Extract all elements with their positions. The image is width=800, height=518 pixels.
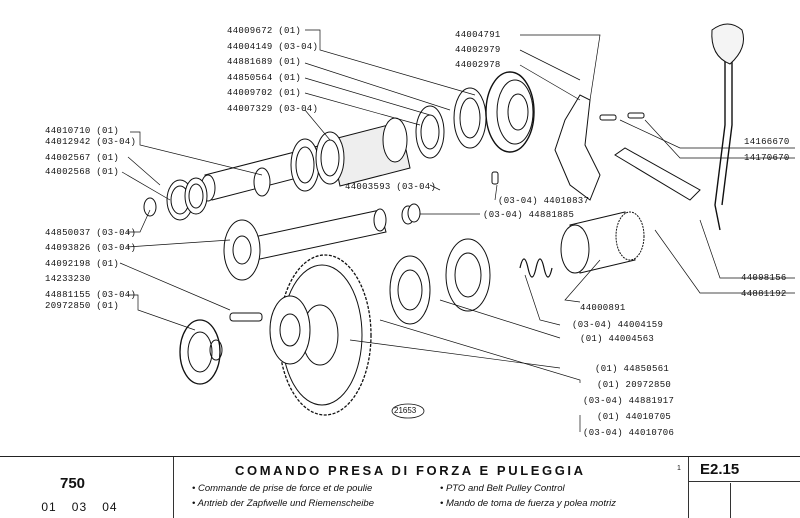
part-number: 44004791 (455, 30, 501, 40)
middle-bearings (389, 238, 491, 325)
divider (688, 481, 800, 482)
part-number: 44009702 (01) (227, 88, 302, 98)
part-number: 44002978 (455, 60, 501, 70)
part-number: (03-04) 44010837 (498, 196, 590, 206)
date-month: 03 (71, 500, 88, 514)
page-mark: 1 (677, 465, 681, 472)
part-number: (01) 44850561 (595, 364, 670, 374)
part-number: 14170670 (744, 153, 790, 163)
figure-number: 21653 (394, 406, 417, 415)
part-number: 44002979 (455, 45, 501, 55)
part-number: 14233230 (45, 274, 91, 284)
middle-shaft (223, 208, 387, 281)
part-number: (03-04) 44004159 (572, 320, 664, 330)
coupling-sleeve (560, 211, 645, 274)
part-number: 20972850 (01) (45, 301, 120, 311)
part-number: (03-04) 44010706 (583, 428, 675, 438)
part-number: 44881689 (01) (227, 57, 302, 67)
part-number: (01) 20972850 (597, 380, 672, 390)
divider (173, 457, 174, 518)
title-block: 750 01 03 04 COMANDO PRESA DI FORZA E PU… (0, 456, 800, 518)
part-number: 44002568 (01) (45, 167, 120, 177)
bottom-bearing (179, 319, 223, 385)
part-number: 44009672 (01) (227, 26, 302, 36)
title-spanish: • Mando de toma de fuerza y polea motriz (440, 498, 617, 509)
title-german: • Antrieb der Zapfwelle und Riemenscheib… (192, 498, 374, 509)
leader-lines (119, 29, 795, 432)
page-title: COMANDO PRESA DI FORZA E PULEGGIA (235, 463, 586, 478)
parts-drawing (119, 23, 795, 432)
part-number: 44012942 (03-04) (45, 137, 137, 147)
model-number: 750 (60, 475, 86, 492)
part-number: 44098156 (741, 273, 787, 283)
part-number: 44010710 (01) (45, 126, 120, 136)
part-number: 44000891 (580, 303, 626, 313)
date-year: 04 (102, 500, 118, 514)
part-number: (01) 44004563 (580, 334, 655, 344)
part-number: 44881192 (741, 289, 787, 299)
pulley (485, 71, 535, 153)
part-number: (01) 44010705 (597, 412, 672, 422)
title-french: • Commande de prise de force et de pouli… (192, 483, 373, 494)
seal-rings (143, 177, 208, 221)
part-number: 44004149 (03-04) (227, 42, 319, 52)
part-number: 44003593 (03-04) (345, 182, 437, 192)
part-number: 44881155 (03-04) (45, 290, 137, 300)
upper-shaft (200, 87, 487, 202)
part-number: (03-04) 44881885 (483, 210, 575, 220)
part-number: 44093826 (03-04) (45, 243, 137, 253)
title-english: • PTO and Belt Pulley Control (440, 483, 565, 494)
date-day: 01 (41, 500, 57, 514)
divider (730, 483, 731, 518)
part-number: 44002567 (01) (45, 153, 120, 163)
part-number: 14166670 (744, 137, 790, 147)
large-gear (229, 254, 372, 416)
exploded-parts-diagram: 21653 44009672 (01) 44004149 (03-04) 448… (45, 23, 795, 438)
section-code: E2.15 (700, 461, 740, 478)
divider (688, 457, 689, 518)
control-lever (554, 23, 744, 231)
part-number: 44007329 (03-04) (227, 104, 319, 114)
part-number: 44850037 (03-04) (45, 228, 137, 238)
revision-date: 01 03 04 (36, 498, 123, 516)
part-number: 44850564 (01) (227, 73, 302, 83)
part-number: 44092198 (01) (45, 259, 120, 269)
part-number: (03-04) 44881917 (583, 396, 675, 406)
